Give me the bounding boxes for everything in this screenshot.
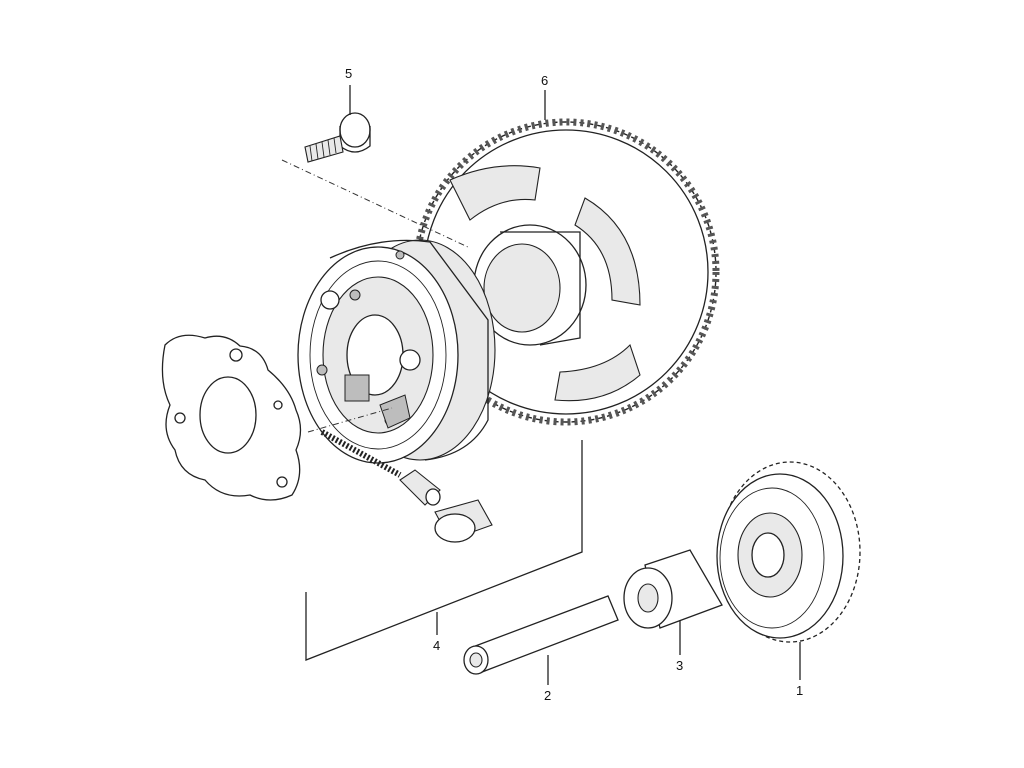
callout-2: 2 <box>544 688 551 703</box>
callout-6: 6 <box>541 73 548 88</box>
small-gear <box>716 461 861 643</box>
assembly-centerlines <box>281 159 471 433</box>
plunger <box>399 469 441 506</box>
clutch-housing <box>297 239 496 464</box>
callout-3: 3 <box>676 658 683 673</box>
collar <box>623 549 723 629</box>
callout-4: 4 <box>433 638 440 653</box>
shaft <box>463 595 619 675</box>
callout-5: 5 <box>345 66 352 81</box>
spring <box>320 429 402 478</box>
leader-lines <box>305 85 801 685</box>
roller <box>434 499 493 543</box>
callout-1: 1 <box>796 683 803 698</box>
cover-plate <box>161 334 302 501</box>
bolt <box>304 112 371 163</box>
